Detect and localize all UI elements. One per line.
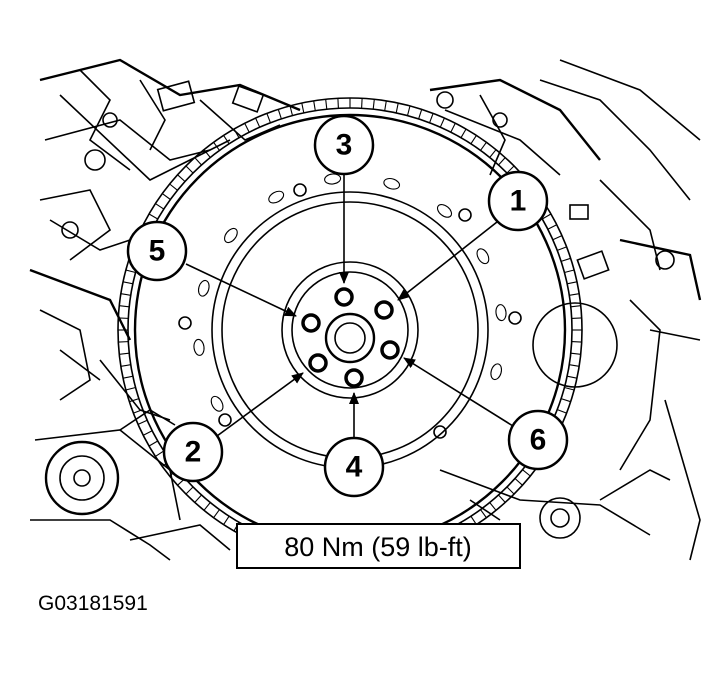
leader-1 bbox=[397, 221, 498, 301]
callout-5-label: 5 bbox=[149, 235, 166, 268]
bolt-2 bbox=[308, 353, 328, 373]
torque-spec-text: 80 Nm (59 lb-ft) bbox=[284, 532, 472, 562]
callout-5: 5 bbox=[126, 220, 188, 282]
bolt-6 bbox=[380, 340, 400, 360]
bolt-1 bbox=[374, 300, 394, 320]
bolt-3 bbox=[334, 287, 354, 307]
callout-2: 2 bbox=[162, 421, 224, 483]
leader-2 bbox=[216, 372, 304, 437]
callout-6-label: 6 bbox=[530, 424, 547, 457]
leader-5 bbox=[185, 263, 297, 317]
callout-4-label: 4 bbox=[346, 451, 363, 484]
callout-1-label: 1 bbox=[510, 185, 527, 218]
leader-6 bbox=[403, 357, 514, 427]
engine-background-linework bbox=[29, 58, 702, 561]
figure-id: G03181591 bbox=[38, 592, 148, 615]
callout-3-label: 3 bbox=[336, 129, 353, 162]
bolt-5 bbox=[301, 313, 321, 333]
torque-spec-box: 80 Nm (59 lb-ft) bbox=[236, 523, 521, 569]
callout-3: 3 bbox=[313, 114, 375, 176]
callout-1: 1 bbox=[487, 170, 549, 232]
bolt-4 bbox=[344, 368, 364, 388]
leader-lines bbox=[185, 172, 514, 438]
callout-6: 6 bbox=[507, 409, 569, 471]
callout-4: 4 bbox=[323, 436, 385, 498]
callout-2-label: 2 bbox=[185, 436, 202, 469]
crankshaft-bolts bbox=[301, 287, 400, 388]
